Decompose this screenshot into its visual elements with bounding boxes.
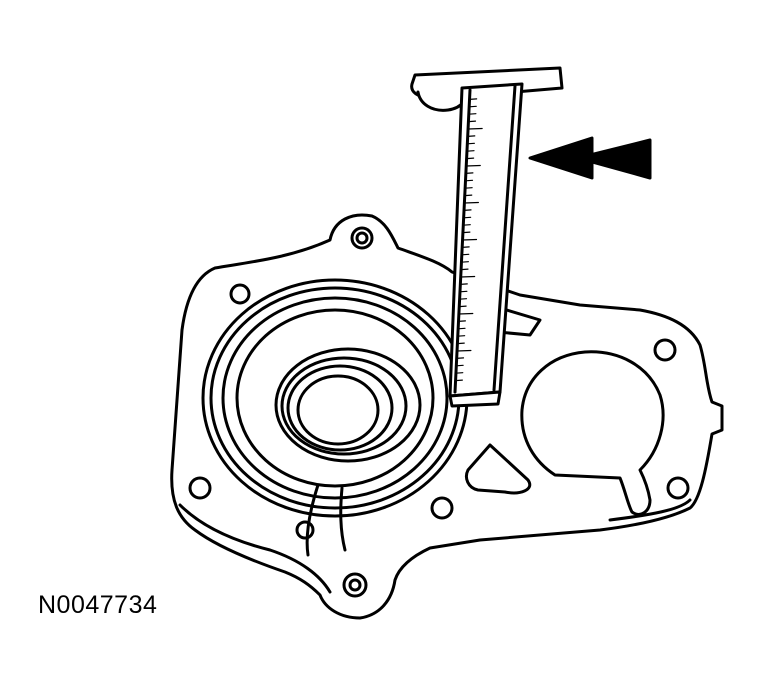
gauge-tick bbox=[469, 98, 478, 101]
bolt-hole bbox=[430, 496, 454, 520]
figure-reference-code: N0047734 bbox=[38, 591, 158, 619]
gauge-tick bbox=[463, 216, 472, 219]
bolt-hole bbox=[295, 520, 315, 540]
gauge-tick bbox=[464, 194, 473, 197]
gauge-tick bbox=[459, 283, 468, 285]
arrow-head-back bbox=[576, 138, 652, 180]
gauge-tick bbox=[456, 349, 472, 352]
gauge-blade-edge bbox=[492, 84, 517, 392]
oil-channel-left bbox=[305, 483, 347, 557]
gauge-tick bbox=[464, 179, 474, 182]
gauge-tick bbox=[455, 357, 465, 359]
retainer-ring-4 bbox=[235, 308, 435, 488]
gauge-tick bbox=[454, 379, 463, 382]
bolt-hole bbox=[188, 476, 212, 500]
right-opening bbox=[520, 350, 665, 516]
gauge-tick bbox=[462, 224, 471, 226]
gauge-tick bbox=[465, 164, 481, 167]
cover-plate-lower-edge bbox=[178, 503, 332, 594]
bolt-hole bbox=[229, 283, 251, 305]
gauge-tick bbox=[466, 150, 475, 152]
mount-hole-bottom-inner bbox=[348, 578, 362, 592]
gauge-tick bbox=[460, 261, 469, 263]
gauge-tick bbox=[461, 246, 470, 248]
lip-detail bbox=[496, 306, 542, 337]
mount-hole-top-inner bbox=[355, 231, 369, 245]
bolt-hole bbox=[653, 338, 677, 362]
gauge-tick bbox=[462, 231, 471, 234]
seal-ring-2 bbox=[280, 356, 408, 456]
gauge-tick bbox=[468, 113, 477, 115]
bolt-hole bbox=[666, 476, 690, 500]
gauge-tick bbox=[458, 298, 468, 300]
gauge-tick bbox=[455, 372, 464, 374]
gauge-tick bbox=[464, 187, 473, 189]
gauge-tick bbox=[458, 312, 474, 315]
gauge-blade-edge bbox=[453, 88, 472, 394]
gauge-tick bbox=[467, 120, 477, 123]
gauge-tick bbox=[461, 238, 478, 241]
gauge-tick bbox=[457, 327, 466, 330]
gauge-tick bbox=[459, 290, 468, 293]
mount-hole-bottom bbox=[342, 572, 368, 598]
seal-ring-outer bbox=[274, 347, 422, 463]
gauge-tick bbox=[455, 364, 464, 367]
gauge-tick bbox=[467, 135, 476, 137]
gauge-tick bbox=[457, 335, 466, 337]
triangular-passage bbox=[464, 443, 532, 495]
seal-ring-3 bbox=[286, 364, 394, 452]
gauge-tick bbox=[465, 172, 474, 174]
retainer-ring-3 bbox=[221, 296, 449, 500]
gauge-tick bbox=[460, 275, 476, 278]
gauge-tick bbox=[467, 127, 483, 130]
gauge-tick bbox=[468, 105, 477, 108]
mount-hole-top bbox=[350, 226, 374, 250]
gauge-graduations bbox=[454, 98, 483, 382]
gauge-tick bbox=[457, 320, 466, 322]
gauge-tick bbox=[466, 157, 475, 160]
gauge-tip bbox=[448, 390, 502, 408]
gauge-tick bbox=[456, 342, 465, 345]
cover-plate-right-edge bbox=[608, 498, 692, 522]
depth-gauge bbox=[410, 66, 564, 408]
cover-plate-outline bbox=[170, 213, 724, 620]
seal-ring-inner bbox=[296, 374, 380, 446]
gauge-tick bbox=[461, 253, 470, 256]
double-arrow-left-icon bbox=[528, 136, 652, 180]
gauge-tick bbox=[463, 209, 472, 211]
gauge-tick bbox=[458, 305, 467, 308]
gauge-tick bbox=[466, 142, 475, 145]
gauge-tick bbox=[463, 201, 479, 204]
gauge-tick bbox=[460, 268, 469, 271]
